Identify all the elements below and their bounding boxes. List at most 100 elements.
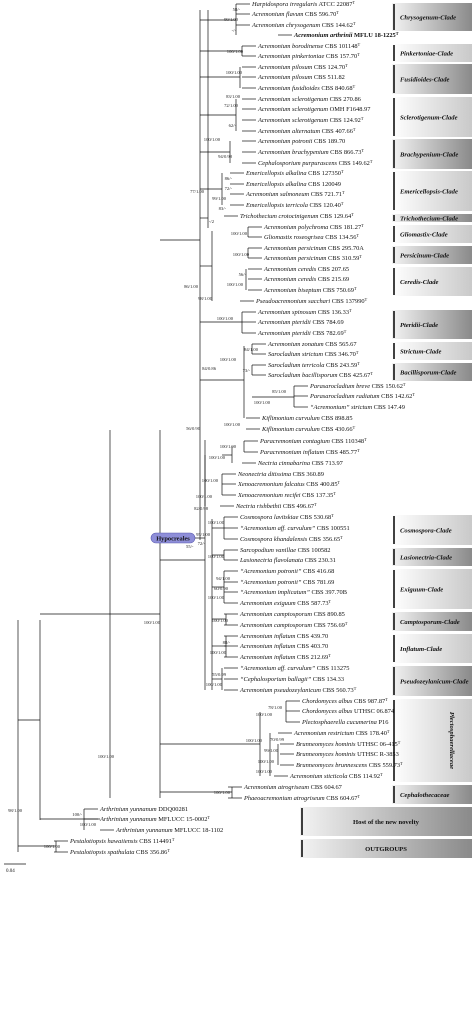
taxon-strain: CBS 207.65	[316, 266, 349, 273]
taxon-label: Kiflimonium curvulum CBS 898.85	[261, 415, 353, 422]
taxon-label: Acremonium zonatum CBS 565.67	[267, 341, 357, 348]
taxon-genus: Acremonium salmoneum	[245, 191, 310, 198]
clade-box	[392, 44, 472, 62]
support-value: 55/0.99	[212, 672, 227, 677]
type-marker: T	[357, 52, 360, 57]
taxon-strain: CBS 181.27	[328, 224, 362, 231]
taxon-strain: CBS 840.68	[320, 85, 353, 92]
taxon-label: Cephalosporium purpurascens CBS 149.62T	[258, 159, 373, 167]
taxon-label: Lasionectria flavolanata CBS 230.31	[239, 557, 336, 564]
taxon-genus: Acremonium camptosporum	[239, 611, 312, 618]
taxon-strain: CBS 721.71	[309, 191, 342, 198]
type-marker: T	[331, 513, 334, 518]
support-value: 84/0.86	[202, 366, 217, 371]
clade-box	[392, 612, 472, 631]
taxon-label: “Cephalosporium ballagii” CBS 134.33	[240, 676, 344, 683]
taxon-strain: CBS 496.67	[281, 503, 315, 510]
taxon-genus: Acremonium camptosporum	[239, 622, 312, 629]
taxon-label: Arthrinium yunnanum MFLUCC 18-1102	[115, 827, 223, 834]
clade-label: Pseudozeylanicum-Clade	[400, 678, 469, 685]
taxon-strain: CBS 439.70	[295, 633, 328, 640]
taxon-label: Paracremonium contagium CBS 110348T	[259, 437, 367, 445]
taxon-genus: Acremonium fusidioides	[257, 85, 320, 92]
type-marker: T	[412, 392, 415, 397]
taxon-label: Emericellopsis terricola CBS 120.40T	[245, 201, 344, 209]
taxon-label: Acremonium inflatum CBS 212.69T	[239, 653, 331, 661]
taxon-label: Acremonium pseudozeylanicum CBS 560.73T	[239, 686, 357, 694]
taxon-strain: CBS 134.33	[311, 676, 344, 683]
type-marker: T	[361, 148, 364, 153]
clade-box	[392, 267, 472, 296]
support-value: 99/1.00	[212, 196, 227, 201]
taxon-strain: CBS 270.86	[328, 96, 361, 103]
taxon-strain: CBS 596.70	[303, 11, 336, 18]
taxon-label: Arthrinium yunnanum MFLUCC 15-0002T	[99, 815, 210, 823]
taxon-genus: Pseudoacremonium sacchari	[255, 298, 330, 305]
taxon-label: Gliomastix roseogrisea CBS 134.56T	[264, 233, 359, 241]
taxon-strain: CBS 178.40	[354, 730, 387, 737]
support-value: 100/1.00	[220, 357, 237, 362]
clade-box	[392, 342, 472, 360]
taxon-strain: CBS 150.62	[370, 383, 403, 390]
clade-label: Gliomastix-Clade	[400, 231, 448, 238]
type-marker: T	[365, 297, 368, 302]
clade-box	[392, 699, 472, 782]
taxon-genus: Acremonium pteridii	[257, 330, 311, 337]
taxon-strain: CBS 124.70	[312, 64, 345, 71]
taxon-strain: CBS 604.67	[325, 795, 359, 802]
taxon-strain: CBS 407.66	[320, 128, 353, 135]
support-value: 100/1.00	[209, 455, 226, 460]
taxon-strain: CBS 114491	[138, 838, 172, 845]
support-value: 100/1.00	[98, 754, 115, 759]
support-value: 100/1.00	[256, 712, 273, 717]
taxon-label: Paracremonium inflatum CBS 485.77T	[259, 448, 360, 456]
type-marker: T	[398, 740, 401, 745]
taxon-label: “Acremonium implicatum” CBS 397.70B	[240, 589, 347, 596]
clade-label: OUTGROUPS	[365, 846, 407, 853]
taxon-genus: Acremonium arthrinii	[293, 32, 353, 39]
taxon-label: Acremonium inflatum CBS 403.70	[239, 643, 328, 650]
support-value: 100/1.00	[217, 316, 234, 321]
clade-box	[392, 3, 472, 31]
taxon-genus: “Cephalosporium ballagii”	[240, 676, 312, 683]
taxon-label: Trichothecium crotocinigenum CBS 129.64T	[240, 212, 354, 220]
clade-label: Chrysogenum-Clade	[400, 14, 456, 21]
taxon-genus: Gliomastix roseogrisea	[264, 234, 324, 241]
type-marker: T	[336, 10, 339, 15]
taxon-strain: CBS 295.70A	[326, 245, 364, 252]
taxon-genus: Parasarocladium breve	[309, 383, 370, 390]
type-marker: T	[351, 212, 354, 217]
taxon-genus: Emericellopsis terricola	[245, 202, 308, 209]
taxon-label: Pseudoacremonium sacchari CBS 137990T	[255, 297, 368, 305]
taxon-genus: Acremonium pseudozeylanicum	[239, 687, 321, 694]
taxon-label: Brunneomyces brunnescens CBS 559.73T	[296, 761, 403, 769]
support-value: 84/1.00	[244, 347, 259, 352]
taxon-label: Acremonium pteridii CBS 782.69T	[257, 329, 347, 337]
taxon-label: Acremonium atrogriseum CBS 604.67	[243, 784, 343, 791]
taxon-label: Acremonium pilosum CBS 511.82	[257, 74, 345, 81]
support-value: 100/1.00	[206, 682, 223, 687]
support-value: 58/-	[233, 7, 241, 12]
taxon-strain: CBS 356.86	[134, 849, 167, 856]
type-marker: T	[396, 31, 399, 36]
taxon-genus: Trichothecium crotocinigenum	[240, 213, 319, 220]
support-value: 100/1.00	[254, 400, 271, 405]
taxon-strain: CBS 189.70	[312, 138, 345, 145]
type-marker: T	[356, 233, 359, 238]
support-value: -/-	[232, 28, 237, 33]
taxon-genus: Acremonium pilosum	[257, 74, 313, 81]
taxon-label: Acremonium polychroma CBS 181.27T	[263, 223, 364, 231]
support-value: 83/1.00	[226, 94, 241, 99]
clade-box	[300, 839, 472, 858]
taxon-genus: Acremonium inflatum	[239, 633, 296, 640]
taxon-strain: CBS 485.77	[324, 449, 358, 456]
type-marker: T	[403, 382, 406, 387]
taxon-genus: Acremonium sclerotigenum	[257, 106, 328, 113]
taxon-label: Sarocladium strictum CBS 346.70T	[268, 350, 359, 358]
clade-label: Pinkertoniae-Clade	[400, 50, 453, 57]
taxon-strain: CBS 784.69	[311, 319, 344, 326]
taxon-genus: Acremonium persicinum	[263, 255, 327, 262]
type-marker: T	[353, 21, 356, 26]
clade-label: Brachypenium-Clade	[399, 151, 458, 158]
